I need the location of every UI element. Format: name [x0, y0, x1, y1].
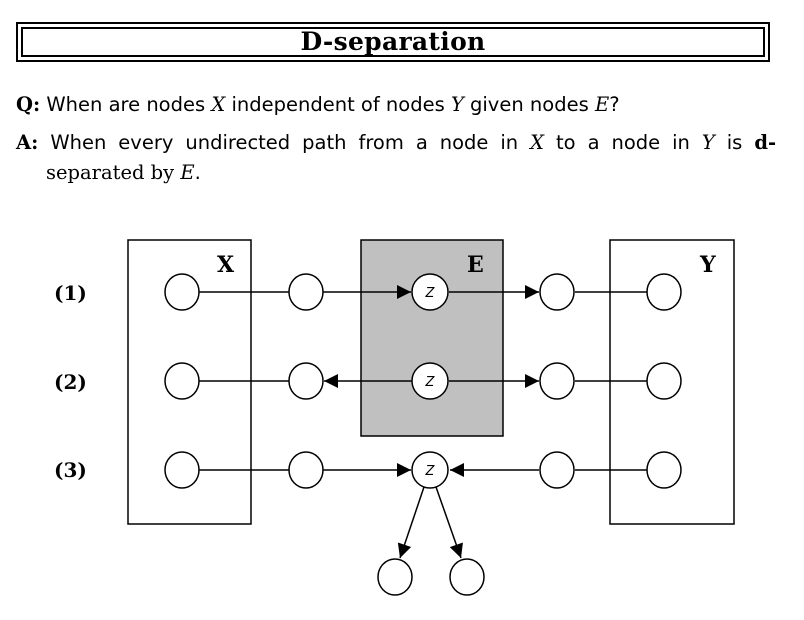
set-e-box: [360, 239, 504, 437]
question-text-2: independent of nodes: [231, 93, 445, 116]
answer-line-1: A: When every undirected path from a nod…: [16, 128, 776, 158]
question-text-3: given nodes: [470, 93, 589, 116]
answer-d-prefix: d-: [754, 131, 777, 154]
answer-text-5: by: [150, 161, 175, 184]
node-r3-child-right: [449, 558, 485, 596]
answer-text-2: to a node in: [556, 131, 690, 154]
answer-text-4: separated: [46, 161, 145, 184]
question-label: Q:: [16, 93, 41, 116]
node-r1-a: [288, 273, 324, 311]
answer-period: .: [194, 161, 201, 184]
title-frame-inner: D-separation: [21, 27, 765, 57]
answer-var-e: E: [180, 161, 195, 184]
node-r1-y: [646, 273, 682, 311]
question-var-x: X: [211, 93, 226, 116]
path-row-3: [199, 463, 647, 559]
node-r2-a: [288, 362, 324, 400]
question-text-1: When are nodes: [46, 93, 206, 116]
question-line: Q: When are nodes X independent of nodes…: [16, 90, 620, 120]
answer-line-2: separated by E.: [46, 158, 201, 188]
set-e-label: E: [467, 252, 484, 278]
node-r1-z: [411, 273, 449, 311]
node-r3-z: [411, 451, 449, 489]
answer-text-1: When every undirected path from a node i…: [50, 131, 519, 154]
set-x-label: X: [217, 252, 235, 278]
node-r1-x: [164, 273, 200, 311]
node-r3-a: [288, 451, 324, 489]
question-var-y: Y: [450, 93, 464, 116]
question-mark: ?: [609, 93, 620, 116]
row-label-2: (2): [54, 370, 87, 394]
z-label-row-2: Z: [425, 375, 436, 390]
node-r3-child-left: [377, 558, 413, 596]
page-title: D-separation: [300, 26, 486, 56]
node-r2-y: [646, 362, 682, 400]
answer-label: A:: [16, 131, 39, 154]
answer-text-3: is: [726, 131, 743, 154]
z-label-row-3: Z: [425, 464, 436, 479]
node-r2-b: [539, 362, 575, 400]
node-r3-x: [164, 451, 200, 489]
row-label-1: (1): [54, 281, 87, 305]
node-r2-x: [164, 362, 200, 400]
answer-var-x: X: [530, 131, 545, 154]
answer-var-y: Y: [701, 131, 715, 154]
node-r2-z: [411, 362, 449, 400]
node-r3-y: [646, 451, 682, 489]
set-y-label: Y: [699, 252, 716, 278]
title-frame: D-separation: [16, 22, 770, 62]
node-r1-b: [539, 273, 575, 311]
question-var-e: E: [594, 93, 610, 116]
node-r3-b: [539, 451, 575, 489]
z-label-row-1: Z: [425, 286, 436, 301]
row-label-3: (3): [54, 458, 87, 482]
